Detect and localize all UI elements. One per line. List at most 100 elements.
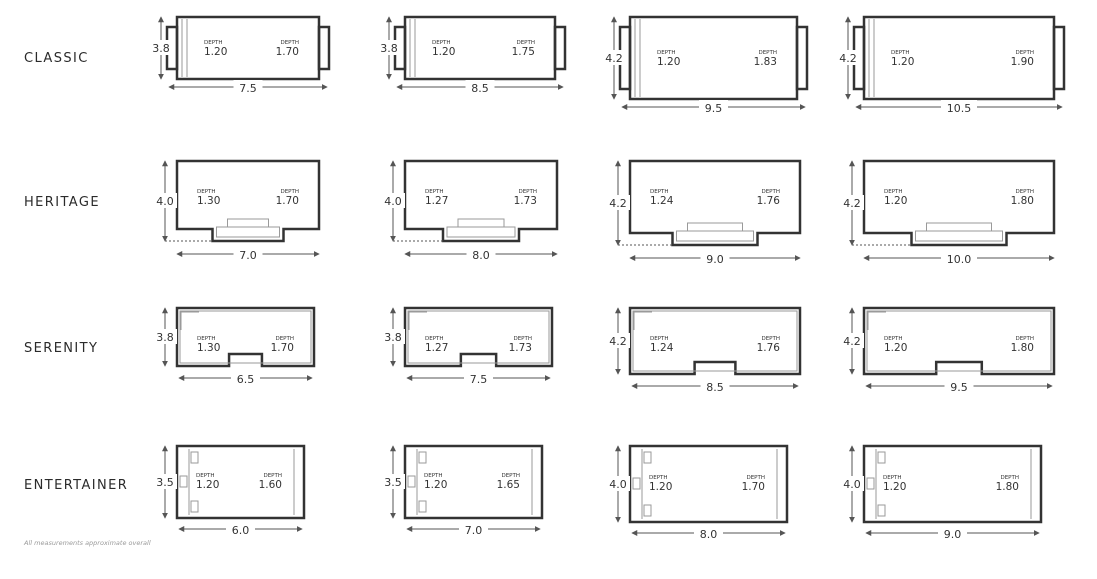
corner-step <box>180 311 193 324</box>
width-label: 3.5 <box>384 476 402 489</box>
swimout-step <box>457 218 505 228</box>
depth-deep-value: 1.80 <box>996 481 1019 493</box>
corner-step <box>867 311 886 330</box>
length-label: 7.0 <box>465 524 483 537</box>
depth-deep-value: 1.76 <box>757 195 781 207</box>
depth-caption-deep: DEPTH <box>513 336 532 342</box>
depth-shallow-value: 1.20 <box>649 481 672 493</box>
row-label-serenity: SERENITY <box>24 341 99 356</box>
depth-caption-deep: DEPTH <box>516 40 535 46</box>
depth-caption-deep: DEPTH <box>275 336 294 342</box>
end-step-right <box>553 25 567 71</box>
width-label: 3.5 <box>156 476 174 489</box>
depth-shallow-value: 1.30 <box>197 195 220 207</box>
seat-step <box>190 500 199 513</box>
inner-wall-line <box>407 310 550 364</box>
inner-wall-line <box>866 310 1052 372</box>
depth-caption-shallow: DEPTH <box>425 336 444 342</box>
depth-shallow-value: 1.30 <box>197 342 220 354</box>
dimension-label-bg <box>938 526 967 539</box>
depth-deep-value: 1.80 <box>1011 195 1034 207</box>
dimension-label-bg <box>840 333 864 348</box>
depth-caption-shallow: DEPTH <box>650 189 669 195</box>
depth-shallow-value: 1.20 <box>432 46 455 58</box>
swimout-ledge <box>446 226 516 238</box>
depth-caption-shallow: DEPTH <box>891 50 910 56</box>
dimension-label-bg <box>149 40 173 55</box>
depth-shallow-value: 1.20 <box>883 481 906 493</box>
length-label: 6.5 <box>237 373 255 386</box>
depth-caption-shallow: DEPTH <box>883 475 902 481</box>
pool-outline <box>175 159 321 243</box>
dimension-label-bg <box>459 522 488 535</box>
dimension-label-bg <box>381 474 405 489</box>
seat-step <box>643 451 652 464</box>
depth-caption-deep: DEPTH <box>280 189 299 195</box>
depth-caption-shallow: DEPTH <box>650 336 669 342</box>
depth-deep-value: 1.83 <box>754 56 777 68</box>
inner-wall-line <box>179 310 312 364</box>
dimension-label-bg <box>231 371 260 384</box>
swimout-ledge <box>915 230 1003 242</box>
width-label: 4.0 <box>609 478 627 491</box>
width-label: 3.8 <box>152 42 170 55</box>
dimension-label-bg <box>233 247 263 260</box>
depth-caption-deep: DEPTH <box>761 336 780 342</box>
dimension-label-bg <box>602 50 626 65</box>
depth-deep-value: 1.65 <box>497 479 520 491</box>
length-label: 6.0 <box>232 524 250 537</box>
corner-step <box>180 311 199 330</box>
depth-caption-deep: DEPTH <box>1015 189 1034 195</box>
depth-deep-value: 1.73 <box>509 342 532 354</box>
dimension-label-bg <box>700 251 730 264</box>
dimension-label-bg <box>226 522 255 535</box>
length-label: 7.5 <box>470 373 488 386</box>
length-label: 10.5 <box>947 102 972 115</box>
corner-step <box>867 311 874 318</box>
swimout-step <box>227 218 269 228</box>
depth-caption-deep: DEPTH <box>1015 336 1034 342</box>
dimension-label-bg <box>606 333 630 348</box>
depth-deep-value: 1.80 <box>1011 342 1034 354</box>
depth-caption-deep: DEPTH <box>1015 50 1034 56</box>
depth-shallow-value: 1.20 <box>424 479 447 491</box>
depth-shallow-value: 1.27 <box>425 195 448 207</box>
depth-deep-value: 1.70 <box>271 342 294 354</box>
width-label: 3.8 <box>384 331 402 344</box>
dimension-label-bg <box>464 371 493 384</box>
depth-shallow-value: 1.24 <box>650 342 674 354</box>
width-label: 4.2 <box>839 52 857 65</box>
depth-caption-deep: DEPTH <box>263 473 282 479</box>
width-label: 4.0 <box>156 195 174 208</box>
end-step-right <box>795 25 809 91</box>
dimension-label-bg <box>465 80 495 93</box>
length-label: 8.5 <box>471 82 489 95</box>
entry-step <box>632 477 641 490</box>
footnote: All measurements approximate overall <box>24 539 151 547</box>
corner-step <box>408 311 421 324</box>
pool-outline <box>175 306 316 368</box>
entry-step <box>179 475 188 488</box>
dimension-label-bg <box>840 476 864 491</box>
depth-deep-value: 1.70 <box>742 481 765 493</box>
depth-caption-shallow: DEPTH <box>432 40 451 46</box>
dimension-label-bg <box>941 251 977 264</box>
depth-caption-shallow: DEPTH <box>196 473 215 479</box>
dimension-label-bg <box>233 80 263 93</box>
seat-step <box>418 500 427 513</box>
dimension-label-bg <box>153 193 177 208</box>
depth-shallow-value: 1.20 <box>657 56 680 68</box>
dimension-label-bg <box>606 195 630 210</box>
length-label: 9.0 <box>706 253 724 266</box>
dimension-label-bg <box>700 379 730 392</box>
depth-caption-deep: DEPTH <box>761 189 780 195</box>
depth-caption-deep: DEPTH <box>746 475 765 481</box>
